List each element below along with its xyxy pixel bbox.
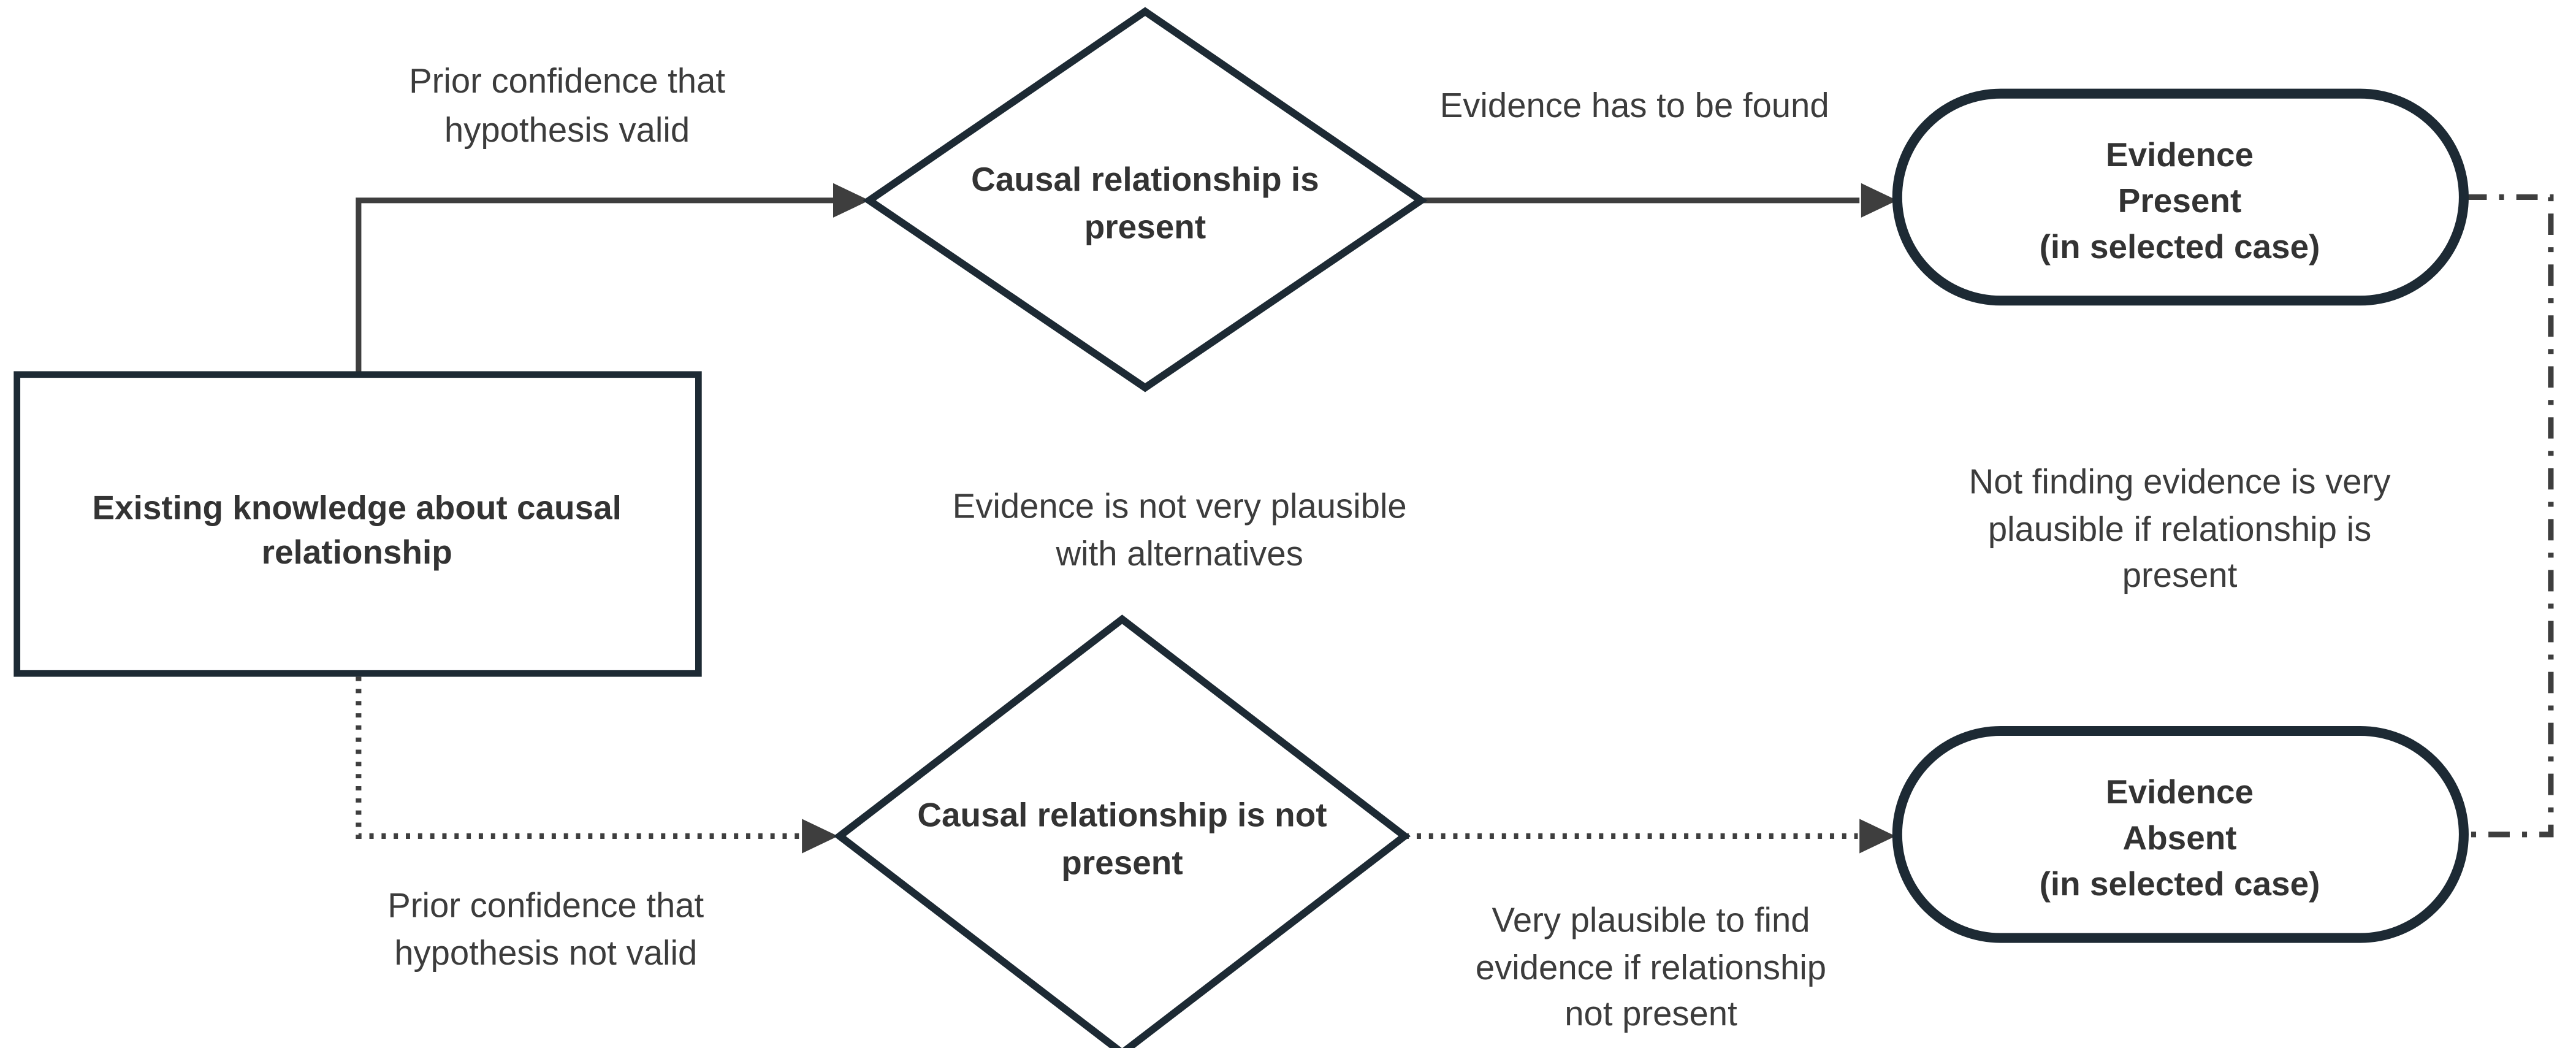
node-labels: Existing knowledge about causal relation… (92, 136, 2320, 903)
evidence-present-label: Evidence (2106, 136, 2254, 174)
existing-knowledge-label: Existing knowledge about causal (92, 489, 621, 527)
evidence-absent-label: (in selected case) (2040, 865, 2320, 903)
edge-label-very-plausible-find: evidence if relationship (1476, 948, 1826, 987)
edge-label-evidence-found: Evidence has to be found (1440, 86, 1829, 124)
causal-present-label: present (1084, 208, 1206, 246)
arrowhead-into-evidence-present (1861, 183, 1897, 218)
edge-label-not-plausible-alternatives: with alternatives (1056, 534, 1303, 573)
edge-label-not-finding-plausible: Not finding evidence is very (1969, 462, 2391, 500)
edge-label-very-plausible-find: not present (1564, 994, 1737, 1033)
evidence-absent-label: Absent (2122, 819, 2236, 857)
evidence-present-label: Present (2118, 182, 2241, 220)
edge-label-not-plausible-alternatives: Evidence is not very plausible (953, 487, 1407, 526)
causal-not-present-diamond (833, 614, 1411, 1048)
nodes (13, 7, 2469, 1048)
edge-label-prior-valid: hypothesis valid (444, 110, 690, 149)
evidence-absent-label: Evidence (2106, 773, 2254, 811)
connectors (356, 183, 2554, 854)
arrowhead-into-causal-present (833, 183, 869, 218)
causal-present-diamond (863, 7, 1428, 392)
arrowhead-into-evidence-absent (1859, 819, 1896, 854)
causal-present-label: Causal relationship is (971, 160, 1319, 198)
edge-label-not-finding-plausible: present (2122, 556, 2238, 594)
evidence-absent-node (1892, 725, 2469, 943)
evidence-present-node (1892, 88, 2469, 306)
arrowhead-into-causal-not-present (802, 819, 839, 854)
edge-evidence-present-to-evidence-absent (2465, 194, 2554, 838)
evidence-present-label: (in selected case) (2040, 228, 2320, 266)
edge-existing-to-causal-present (356, 197, 835, 375)
edge-label-very-plausible-find: Very plausible to find (1492, 901, 1810, 939)
edge-label-prior-not-valid: hypothesis not valid (394, 933, 697, 972)
causal-not-present-label: Causal relationship is not (917, 796, 1327, 834)
edge-label-prior-not-valid: Prior confidence that (387, 885, 704, 924)
edge-label-prior-valid: Prior confidence that (409, 61, 725, 100)
edge-label-not-finding-plausible: plausible if relationship is (1988, 510, 2371, 548)
edge-labels: Prior confidence that hypothesis valid E… (387, 61, 2391, 1033)
edge-existing-to-causal-not-present (356, 676, 801, 840)
existing-knowledge-label: relationship (262, 533, 452, 571)
causal-not-present-label: present (1061, 843, 1183, 881)
existing-knowledge-node (13, 371, 702, 677)
